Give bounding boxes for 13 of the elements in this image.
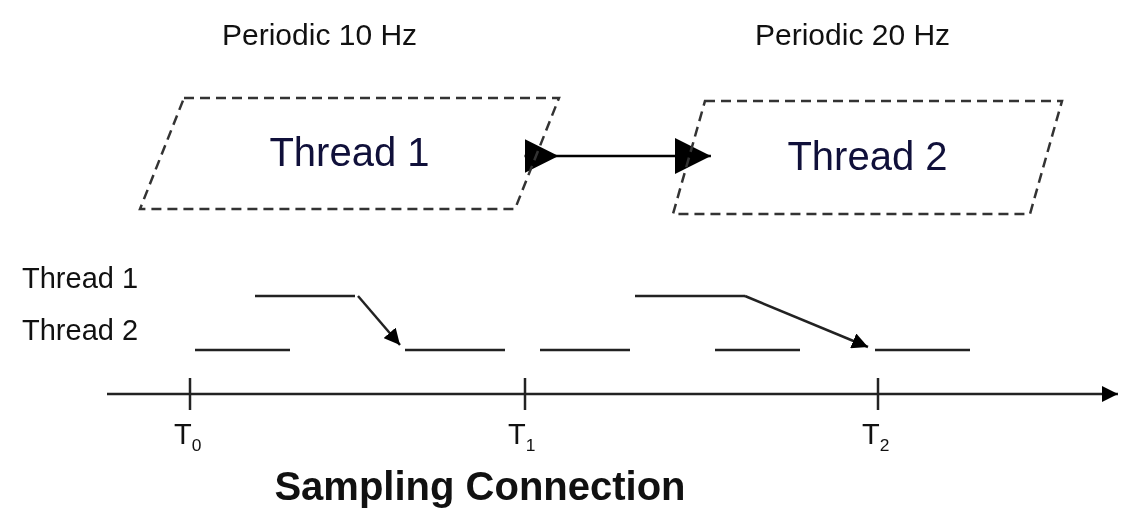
parallelogram-box <box>672 100 1063 215</box>
row-label: Thread 2 <box>22 314 139 347</box>
caption: Sampling Connection <box>273 464 687 509</box>
rate-label: Periodic 10 Hz <box>222 18 418 52</box>
parallelogram-box <box>139 97 560 210</box>
time-label: T$_{0}$ <box>174 418 202 456</box>
time-label: T$_{1}$ <box>508 418 536 456</box>
row-label: Thread 1 <box>22 262 139 295</box>
rate-label: Periodic 20 Hz <box>755 18 951 52</box>
arrow <box>524 138 711 174</box>
time-label: T$_{2}$ <box>862 418 890 456</box>
node-label: Thread 2 <box>786 133 949 179</box>
node-label: Thread 1 <box>268 129 431 175</box>
